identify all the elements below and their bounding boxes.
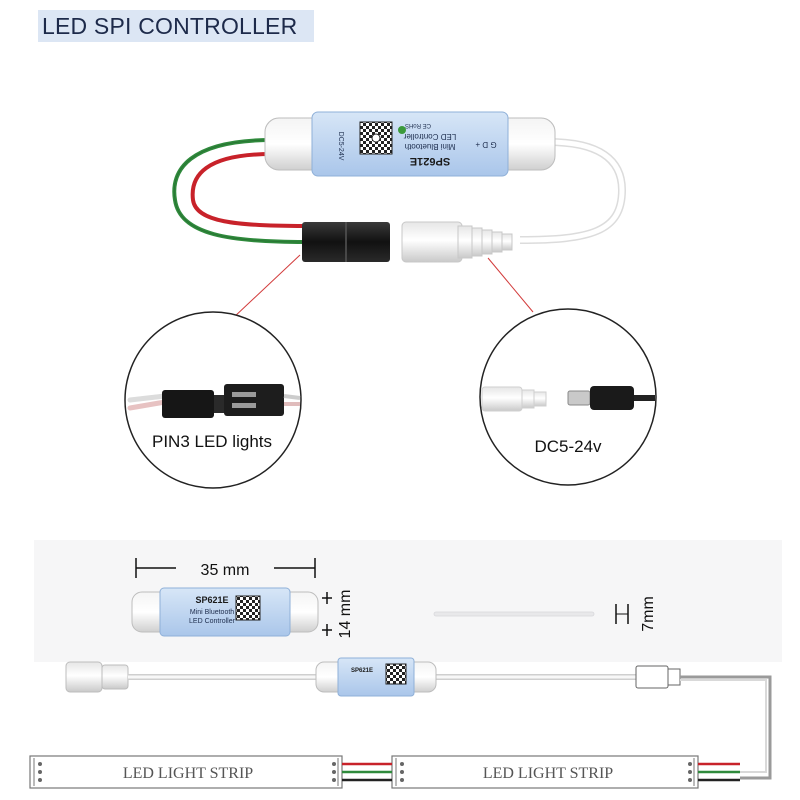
- small-line2-text: LED Controller: [189, 618, 236, 625]
- controller-model-text: SP621E: [410, 155, 450, 167]
- led-strip-label-1: LED LIGHT STRIP: [123, 765, 253, 782]
- dc-jack-zoom: DC5-24v: [479, 308, 657, 486]
- controller-line2-text: LED Controller: [403, 132, 456, 141]
- controller-marks-text: CE RoHS: [405, 122, 431, 128]
- small-model-text: SP621E: [195, 595, 228, 605]
- led-strip-label-2: LED LIGHT STRIP: [483, 765, 613, 782]
- bluetooth-led-icon: [398, 126, 406, 134]
- right-callout-label: DC5-24v: [534, 437, 602, 456]
- led-connector-zoom: PIN3 LED lights: [124, 311, 302, 489]
- dimension-drawing: 35 mm SP621E Mini Bluetooth LED Controll…: [131, 556, 657, 639]
- left-callout-label: PIN3 LED lights: [152, 432, 272, 451]
- thickness-dimension-label: 7mm: [640, 596, 657, 632]
- small-line1-text: Mini Bluetooth: [190, 609, 234, 616]
- right-callout-line: [487, 257, 534, 313]
- height-dimension-label: 14 mm: [337, 590, 354, 639]
- wiring-model-text: SP621E: [351, 668, 373, 674]
- length-dimension-label: 35 mm: [201, 562, 250, 579]
- wiring-diagram: SP621E LED LIGHT STRIP: [29, 657, 772, 789]
- controller-pins-text: G D +: [475, 140, 496, 149]
- title-background: [38, 10, 314, 42]
- page-title: LED SPI CONTROLLER: [42, 13, 298, 39]
- controller-line1-text: Mini Bluetooth: [405, 142, 456, 151]
- controller-photo: SP621E Mini Bluetooth LED Controller DC5…: [172, 111, 627, 263]
- left-callout-line: [232, 254, 301, 319]
- controller-voltage-text: DC5-24V: [337, 132, 344, 161]
